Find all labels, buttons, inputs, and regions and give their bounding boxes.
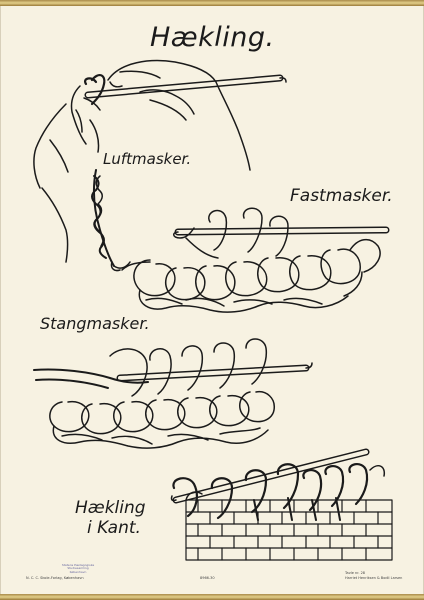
hands-illustration [33, 59, 287, 263]
footer-plate-number: Tavle nr. 28 [345, 571, 366, 575]
label-kant-line2: i Kant. [87, 518, 141, 538]
chain-stitch-strand [91, 169, 131, 269]
footer-publisher: N. C. C. Skole-Forlag, København [26, 576, 84, 580]
footer-authors: Harriet Henriksen & Bodil Larsen [345, 576, 403, 580]
hanging-rod-top [0, 0, 424, 6]
label-fastmasker: Fastmasker. [290, 186, 393, 206]
footer-print-number: 8966-30 [200, 576, 215, 580]
double-crochet-illustration [33, 338, 313, 449]
label-stangmasker: Stangmasker. [40, 314, 150, 333]
label-luftmasker: Luftmasker. [103, 150, 192, 168]
hanging-rod-bottom [0, 594, 424, 600]
poster-title: Hækling. [150, 22, 275, 53]
label-kant-line1: Hækling [75, 498, 146, 518]
edge-crochet-illustration [170, 448, 393, 561]
single-crochet-illustration [110, 207, 390, 313]
library-stamp: Statens Pædagogiske Studiesamling Københ… [61, 563, 95, 574]
